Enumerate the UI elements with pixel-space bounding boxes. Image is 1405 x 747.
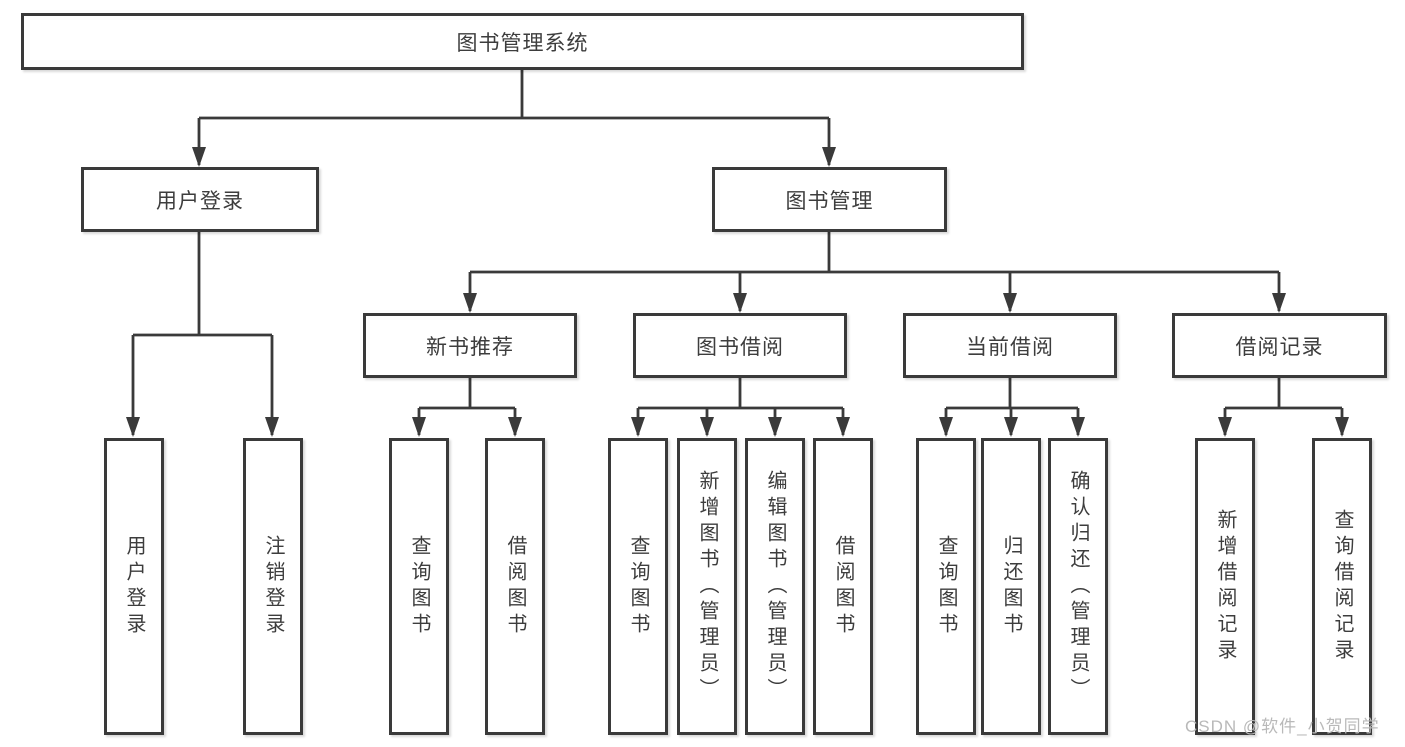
node-leaf-br-add: 新增借阅记录 [1195, 438, 1255, 735]
node-borrow-records: 借阅记录 [1172, 313, 1387, 378]
trunk-user-login [133, 232, 272, 337]
leaf-label: 新增图书（管理员） [696, 469, 718, 704]
trunk-book-mgmt [470, 232, 1279, 274]
node-leaf-rec-query: 查询图书 [389, 438, 449, 735]
leaf-label: 编辑图书（管理员） [764, 469, 786, 704]
leaf-label: 查询图书 [627, 534, 649, 639]
node-book-borrow: 图书借阅 [633, 313, 847, 378]
node-leaf-logout: 注销登录 [243, 438, 303, 735]
trunk-new-book-rec [419, 378, 515, 410]
leaf-label: 查询图书 [935, 534, 957, 639]
leaf-label: 注销登录 [262, 534, 284, 639]
trunk-current-borrow [946, 378, 1078, 410]
leaf-label: 归还图书 [1000, 534, 1022, 639]
node-leaf-br-query: 查询借阅记录 [1312, 438, 1372, 735]
node-user-login: 用户登录 [81, 167, 319, 232]
node-current-borrow: 当前借阅 [903, 313, 1117, 378]
leaf-label: 借阅图书 [504, 534, 526, 639]
node-leaf-bb-edit: 编辑图书（管理员） [745, 438, 805, 735]
trunk-borrow-records [1225, 378, 1342, 410]
watermark: CSDN @软件_小贺同学 [1185, 717, 1380, 736]
node-leaf-cb-query: 查询图书 [916, 438, 976, 735]
trunk-book-borrow [638, 378, 843, 410]
connector-group [126, 70, 1349, 437]
leaf-label: 新增借阅记录 [1214, 508, 1236, 665]
node-new-book-rec: 新书推荐 [363, 313, 577, 378]
leaf-label: 借阅图书 [832, 534, 854, 639]
node-book-mgmt: 图书管理 [712, 167, 947, 232]
leaf-label: 确认归还（管理员） [1067, 469, 1089, 704]
trunk-root [199, 70, 829, 120]
node-leaf-bb-add: 新增图书（管理员） [677, 438, 737, 735]
node-leaf-user-login: 用户登录 [104, 438, 164, 735]
leaf-label: 查询图书 [408, 534, 430, 639]
node-leaf-rec-borrow: 借阅图书 [485, 438, 545, 735]
node-leaf-bb-borrow: 借阅图书 [813, 438, 873, 735]
node-root: 图书管理系统 [21, 13, 1024, 70]
leaf-label: 用户登录 [123, 534, 145, 639]
node-leaf-cb-return: 归还图书 [981, 438, 1041, 735]
node-leaf-cb-confirm: 确认归还（管理员） [1048, 438, 1108, 735]
leaf-label: 查询借阅记录 [1331, 508, 1353, 665]
node-leaf-bb-query: 查询图书 [608, 438, 668, 735]
